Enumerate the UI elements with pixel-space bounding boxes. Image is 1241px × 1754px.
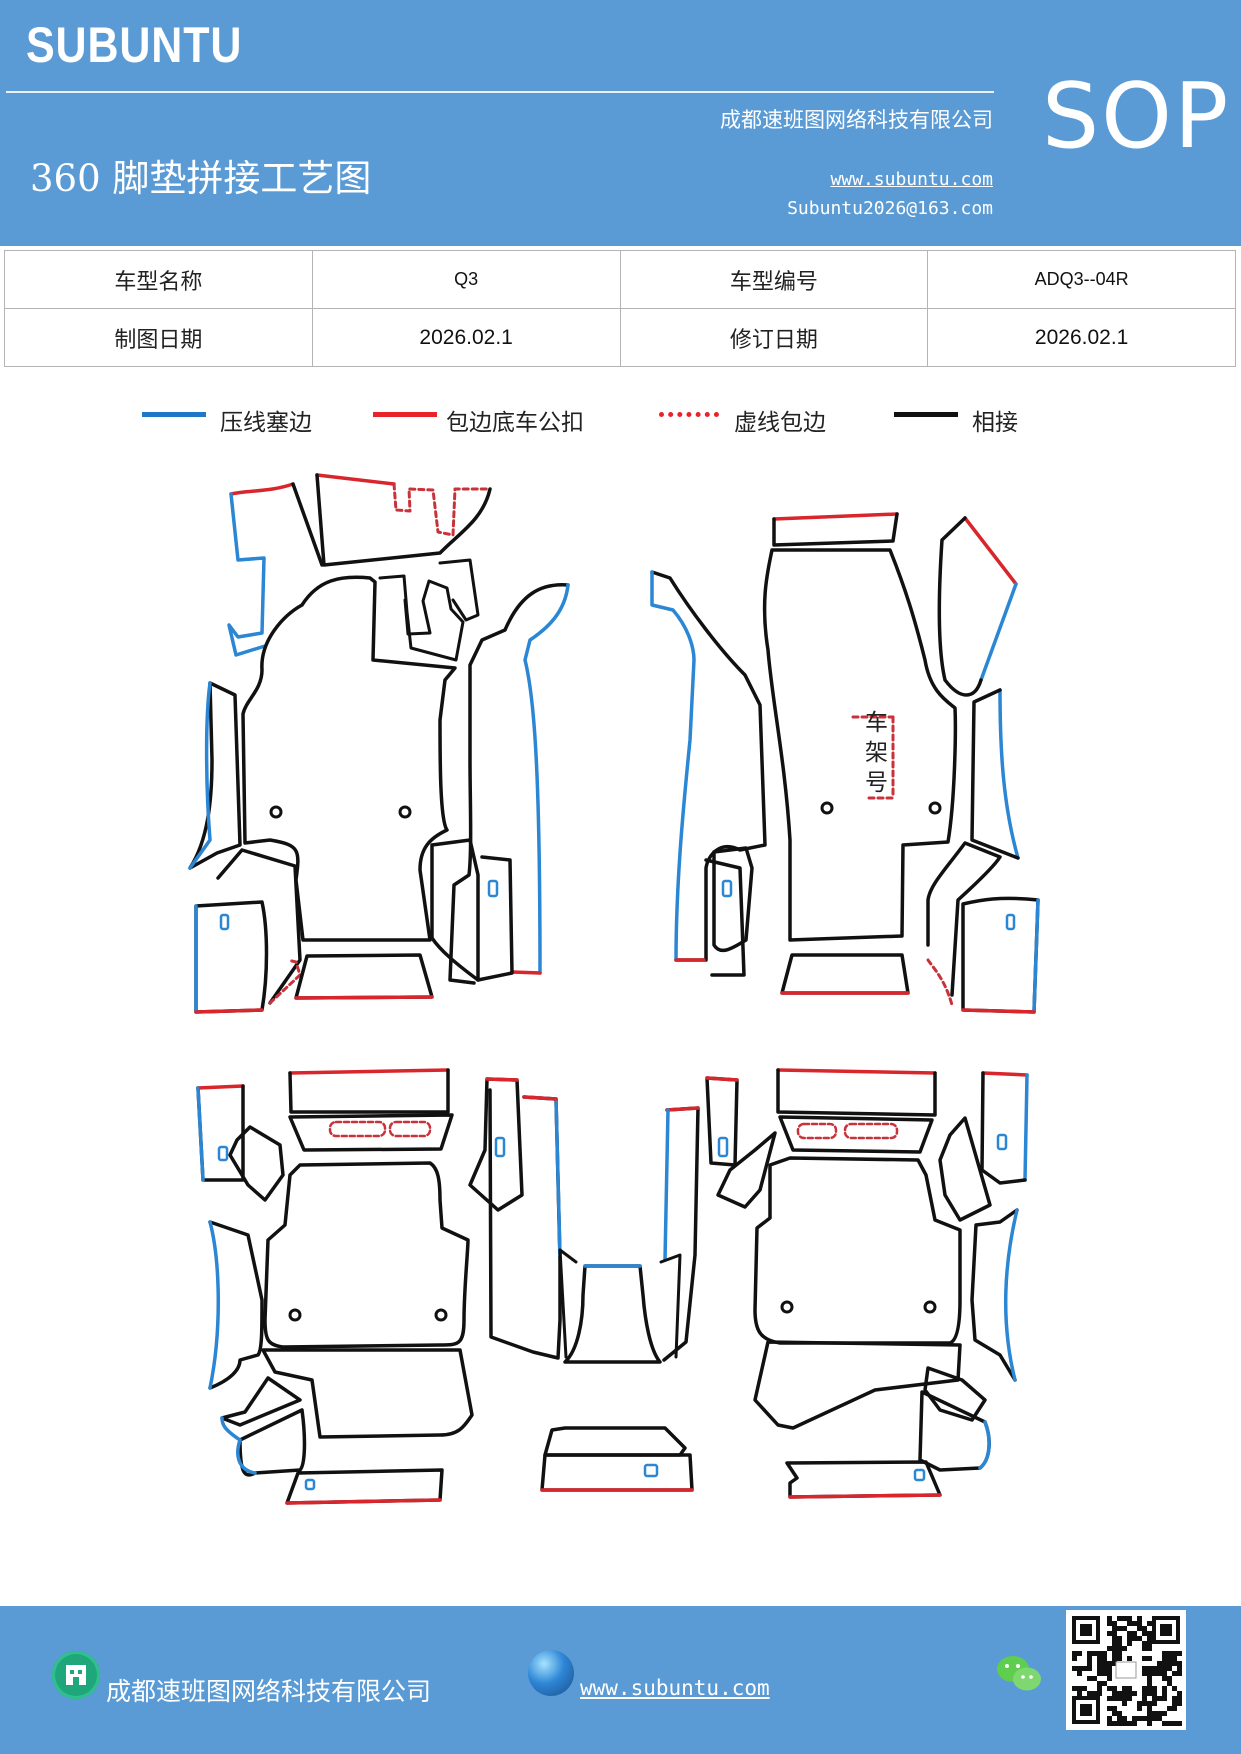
draw-date-value: 2026.02.1 bbox=[311, 308, 621, 367]
rear-right-mat-group bbox=[705, 1068, 1029, 1499]
qr-code[interactable] bbox=[1066, 1610, 1186, 1730]
line-legend: 压线塞边 包边底车公扣 虚线包边 相接 bbox=[0, 402, 1241, 442]
table-row: 制图日期 2026.02.1 修订日期 2026.02.1 bbox=[4, 308, 1236, 367]
legend-swatch-dotted bbox=[659, 412, 719, 417]
floor-mat-diagram: 车 架 号 bbox=[188, 473, 1040, 1505]
header-divider bbox=[6, 91, 994, 93]
header-company-name: 成都速班图网络科技有限公司 bbox=[720, 108, 993, 132]
front-right-mat-group: 车 架 号 bbox=[650, 512, 1040, 1014]
legend-label: 压线塞边 bbox=[220, 410, 312, 436]
legend-label: 虚线包边 bbox=[734, 410, 826, 436]
wechat-icon[interactable] bbox=[996, 1654, 1042, 1694]
footer-banner: 成都速班图网络科技有限公司 www.subuntu.com bbox=[0, 1606, 1241, 1754]
model-code-label: 车型编号 bbox=[619, 250, 929, 309]
rear-left-mat-group bbox=[196, 1068, 562, 1505]
header-email[interactable]: Subuntu2026@163.com bbox=[787, 198, 993, 219]
document-title: 360 脚垫拼接工艺图 bbox=[30, 157, 372, 200]
legend-swatch-blue bbox=[142, 412, 206, 417]
footer-website-link[interactable]: www.subuntu.com bbox=[580, 1676, 770, 1700]
draw-date-label: 制图日期 bbox=[4, 308, 313, 367]
vehicle-info-table: 车型名称 Q3 车型编号 ADQ3--04R 制图日期 2026.02.1 修订… bbox=[4, 250, 1236, 367]
model-name-value: Q3 bbox=[311, 250, 621, 309]
legend-swatch-red bbox=[373, 412, 437, 417]
legend-label: 包边底车公扣 bbox=[446, 410, 584, 436]
legend-swatch-black bbox=[894, 412, 958, 417]
header-website-link[interactable]: www.subuntu.com bbox=[830, 169, 993, 190]
revise-date-label: 修订日期 bbox=[619, 308, 929, 367]
table-row: 车型名称 Q3 车型编号 ADQ3--04R bbox=[4, 250, 1236, 309]
brand-logo: SUBUNTU bbox=[26, 17, 243, 73]
legend-label: 相接 bbox=[972, 410, 1018, 436]
vin-label-2: 架 bbox=[865, 740, 888, 766]
front-left-mat-group bbox=[188, 473, 570, 1014]
vin-label-1: 车 bbox=[865, 710, 888, 736]
header-banner: SUBUNTU SOP 成都速班图网络科技有限公司 360 脚垫拼接工艺图 ww… bbox=[0, 0, 1241, 246]
center-tunnel-group bbox=[540, 1106, 700, 1492]
model-code-value: ADQ3--04R bbox=[927, 250, 1236, 309]
footer-company-name: 成都速班图网络科技有限公司 bbox=[106, 1677, 432, 1706]
vin-label-3: 号 bbox=[865, 770, 888, 796]
building-icon bbox=[52, 1651, 100, 1699]
revise-date-value: 2026.02.1 bbox=[927, 308, 1236, 367]
globe-icon bbox=[528, 1650, 574, 1696]
model-name-label: 车型名称 bbox=[4, 250, 313, 309]
sop-badge: SOP bbox=[1042, 64, 1231, 169]
